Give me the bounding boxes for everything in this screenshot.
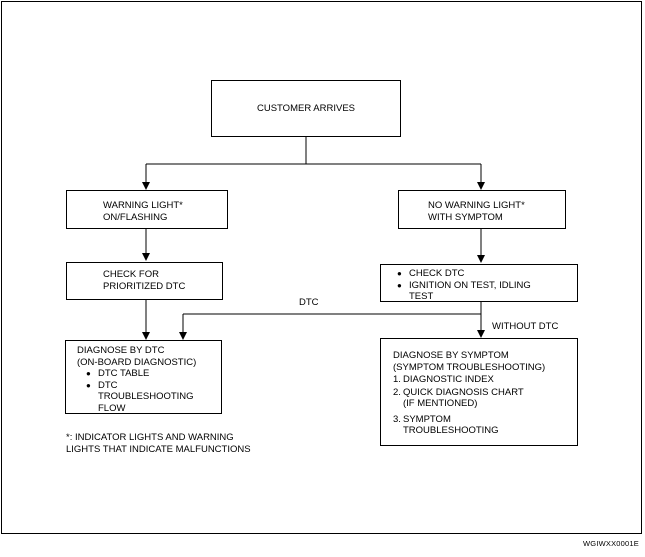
node-check-prioritized-dtc-label: CHECK FOR PRIORITIZED DTC <box>103 269 186 292</box>
edge-label-without-dtc: WITHOUT DTC <box>492 321 559 332</box>
symptom-step: 1. DIAGNOSTIC INDEX <box>393 374 577 386</box>
node-warning-light: WARNING LIGHT* ON/FLASHING <box>66 190 228 229</box>
node-diagnose-by-symptom: DIAGNOSE BY SYMPTOM (SYMPTOM TROUBLESHOO… <box>380 338 578 446</box>
symptom-step-number: 3. <box>393 413 401 425</box>
node-customer-arrives-label: CUSTOMER ARRIVES <box>256 102 355 114</box>
diagram-frame <box>1 1 642 534</box>
diagnose-symptom-title: DIAGNOSE BY SYMPTOM (SYMPTOM TROUBLESHOO… <box>393 350 546 373</box>
symptom-step: 3. SYMPTOM TROUBLESHOOTING <box>393 414 577 437</box>
dtc-troubleshooting-flow-item: DTC TROUBLESHOOTING FLOW <box>84 380 221 415</box>
node-check-prioritized-dtc: CHECK FOR PRIORITIZED DTC <box>66 262 223 300</box>
figure-code: WGIWXX0001E <box>583 539 639 548</box>
node-customer-arrives: CUSTOMER ARRIVES <box>211 80 401 137</box>
ignition-test-item: IGNITION ON TEST, IDLING TEST <box>395 280 577 303</box>
dtc-table-item: DTC TABLE <box>84 368 221 380</box>
node-no-warning-light: NO WARNING LIGHT* WITH SYMPTOM <box>398 190 566 229</box>
symptom-step-text: DIAGNOSTIC INDEX <box>403 374 494 385</box>
node-no-warning-light-label: NO WARNING LIGHT* WITH SYMPTOM <box>428 200 525 223</box>
symptom-step-text: QUICK DIAGNOSIS CHART (IF MENTIONED) <box>403 386 524 410</box>
footnote: *: INDICATOR LIGHTS AND WARNING LIGHTS T… <box>66 432 251 455</box>
node-diagnose-by-dtc: DIAGNOSE BY DTC (ON-BOARD DIAGNOSTIC) DT… <box>65 340 222 414</box>
edge-label-dtc: DTC <box>299 297 319 308</box>
check-dtc-item: CHECK DTC <box>395 268 577 280</box>
node-warning-light-label: WARNING LIGHT* ON/FLASHING <box>103 200 183 223</box>
symptom-step-text: SYMPTOM TROUBLESHOOTING <box>403 413 499 437</box>
diagnose-dtc-title: DIAGNOSE BY DTC (ON-BOARD DIAGNOSTIC) <box>77 345 197 368</box>
node-check-dtc: CHECK DTC IGNITION ON TEST, IDLING TEST <box>380 264 578 302</box>
symptom-step-number: 1. <box>393 374 401 385</box>
symptom-step-number: 2. <box>393 386 401 398</box>
symptom-step: 2. QUICK DIAGNOSIS CHART (IF MENTIONED) <box>393 387 577 410</box>
